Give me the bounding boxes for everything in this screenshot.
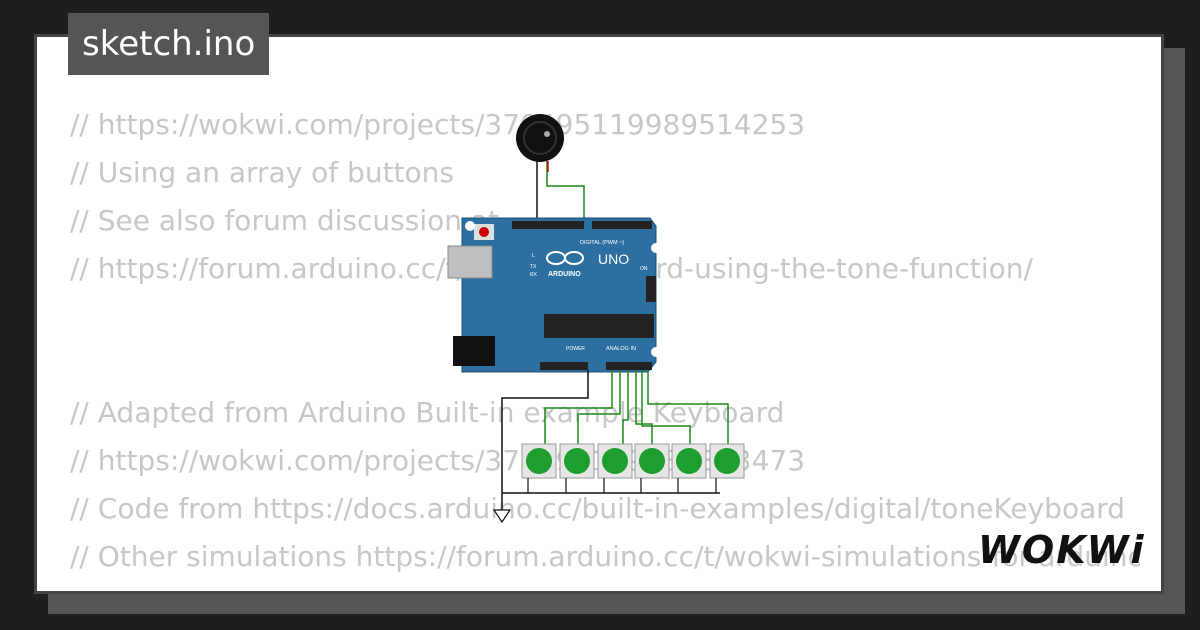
buzzer[interactable] <box>516 114 585 222</box>
l-label: L <box>532 253 535 259</box>
code-line: // Other simulations https://forum.ardui… <box>70 540 1140 573</box>
arduino-uno-board[interactable]: UNO ARDUINO DIGITAL (PWM ~) ANALOG IN PO… <box>447 217 661 373</box>
push-button-5[interactable] <box>671 443 707 493</box>
board-model-label: UNO <box>598 251 629 267</box>
push-button-6[interactable] <box>709 443 745 493</box>
ground-icon <box>492 509 512 524</box>
push-button-2[interactable] <box>559 443 595 493</box>
code-line: // Code from https://docs.arduino.cc/bui… <box>70 492 1126 525</box>
ground-wiring <box>492 370 720 524</box>
signal-wires <box>544 370 729 444</box>
rx-label: RX <box>530 272 538 278</box>
digital-label: DIGITAL (PWM ~) <box>580 240 624 246</box>
board-brand-label: ARDUINO <box>548 271 581 278</box>
wokwi-logo: WOKWi <box>978 528 1146 572</box>
code-line: // Using an array of buttons <box>70 156 455 189</box>
push-button-1[interactable] <box>521 443 557 493</box>
on-label: ON <box>640 266 648 272</box>
code-line: // See also forum discussion at <box>70 204 500 237</box>
push-button-3[interactable] <box>597 443 633 493</box>
code-line: // https://wokwi.com/projects/3704951199… <box>70 108 806 141</box>
push-button-4[interactable] <box>634 443 670 493</box>
analog-label: ANALOG IN <box>606 346 636 352</box>
tx-label: TX <box>530 264 537 270</box>
power-label: POWER <box>566 346 585 352</box>
push-buttons <box>521 443 745 493</box>
file-tab[interactable]: sketch.ino <box>68 13 270 75</box>
code-line: // Adapted from Arduino Built-in example… <box>70 396 785 429</box>
